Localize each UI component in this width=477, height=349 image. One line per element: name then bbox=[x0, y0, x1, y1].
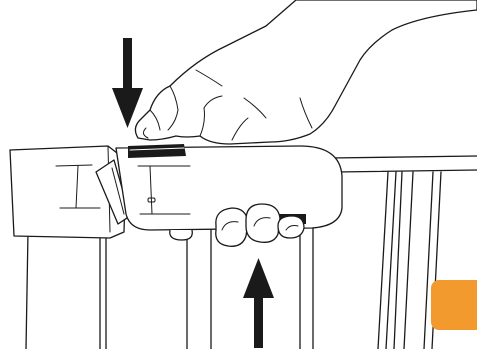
press-down-arrow-icon bbox=[112, 38, 143, 128]
release-button bbox=[128, 144, 186, 158]
gate-top-rail bbox=[330, 156, 477, 172]
hand-icon bbox=[135, 0, 477, 144]
accent-tab bbox=[431, 280, 477, 330]
push-up-arrow-icon bbox=[243, 258, 274, 348]
